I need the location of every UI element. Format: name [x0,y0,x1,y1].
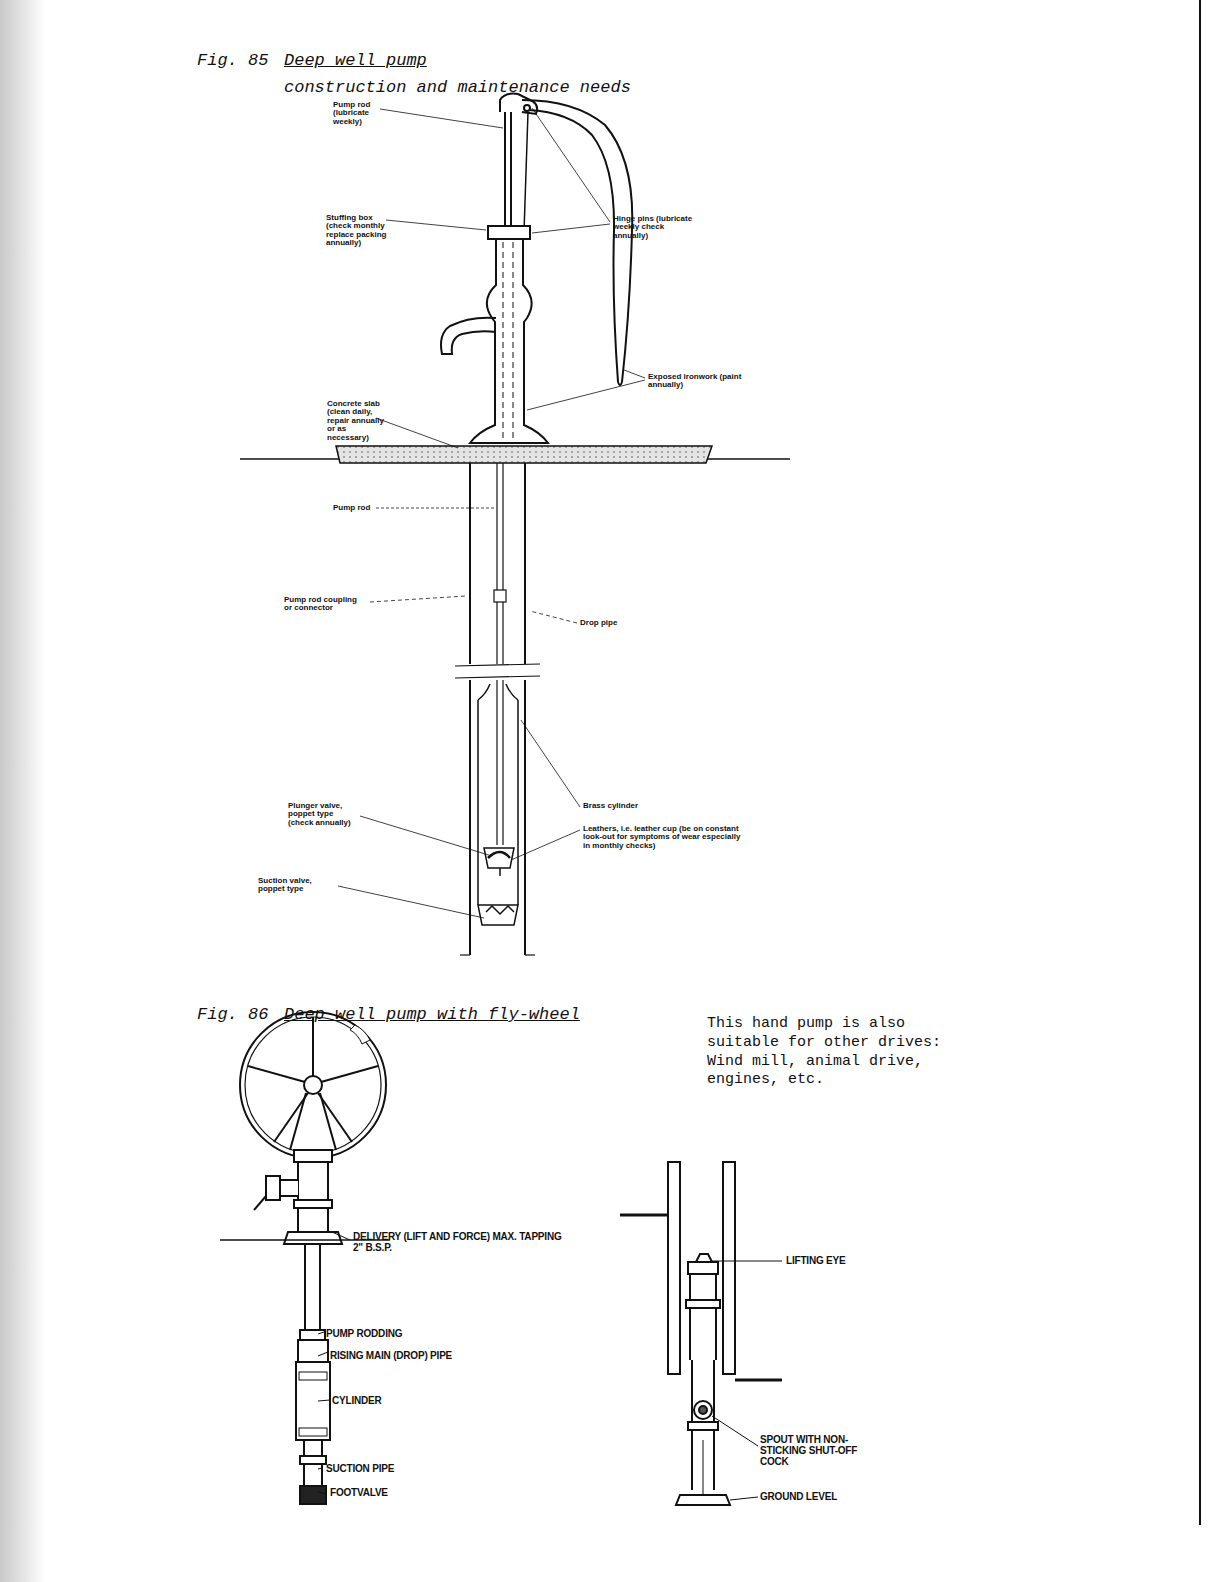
part-label: LIFTING EYE [786,1255,906,1266]
part-label: RISING MAIN (DROP) PIPE [330,1350,530,1361]
part-label: Stuffing box (check monthly replace pack… [326,214,388,248]
figure-subtitle: construction and maintenance needs [284,79,704,98]
part-label: GROUND LEVEL [760,1491,880,1502]
part-label: FOOTVALVE [330,1487,450,1498]
part-label: SPOUT WITH NON-STICKING SHUT-OFF COCK [760,1434,878,1467]
part-label: Pump rod [333,504,378,512]
figure-title: Deep well pump with fly-wheel [284,1006,664,1025]
figure-number: Fig. 86 [197,1006,287,1025]
note-text: This hand pump is also suitable for othe… [707,1015,957,1090]
part-label: Pump rod coupling or connector [284,596,366,613]
part-label: CYLINDER [332,1395,452,1406]
part-label: PUMP RODDING [326,1328,486,1339]
part-label: Concrete slab (clean daily, repair annua… [327,400,389,442]
part-label: Brass cylinder [583,802,663,810]
part-label: SUCTION PIPE [326,1463,466,1474]
part-label: Suction valve, poppet type [258,877,336,894]
part-label: Hinge pins (lubricate weekly check annua… [613,215,698,240]
figure-number: Fig. 85 [197,52,287,71]
part-label: Drop pipe [580,619,640,627]
figure-title: Deep well pump [284,52,484,71]
part-label: Exposed ironwork (paint annually) [648,373,758,390]
part-label: Pump rod (lubricate weekly) [333,101,381,126]
part-label: Leathers, i.e. leather cup (be on consta… [583,825,743,850]
part-label: DELIVERY (LIFT AND FORCE) MAX. TAPPING 2… [353,1231,568,1253]
part-label: Plunger valve, poppet type (check annual… [288,802,356,827]
